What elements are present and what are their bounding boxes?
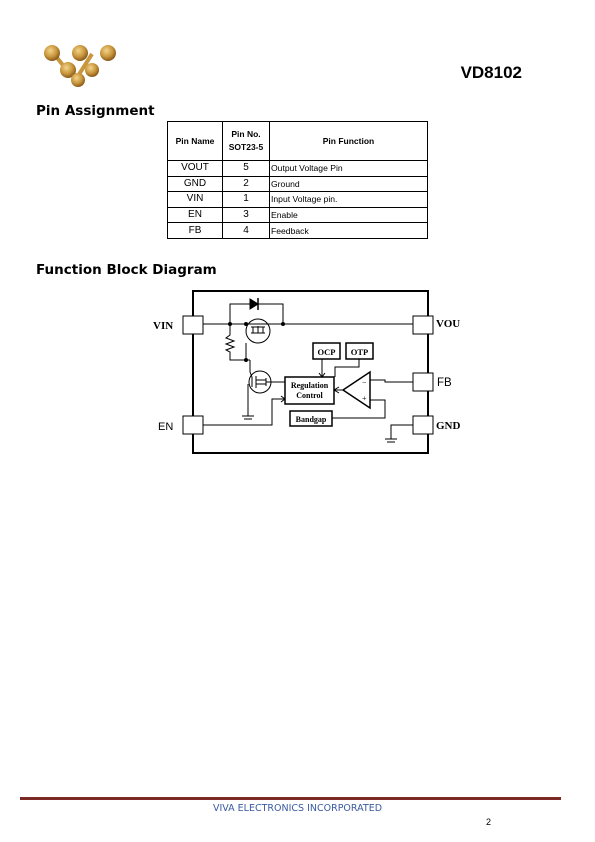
regulation-label-line1: Regulation [291, 381, 329, 390]
error-amplifier-icon [341, 370, 371, 410]
col-pin-name: Pin Name [167, 121, 223, 161]
ocp-label: OCP [318, 347, 336, 357]
bandgap-ref-line [332, 399, 386, 419]
vout-label: VOUT [436, 318, 460, 330]
pin-number: 1 [222, 191, 270, 208]
pin-name: EN [167, 206, 223, 224]
en-pin-box [182, 415, 204, 435]
table-row: VOUT 5 Output Voltage Pin [167, 160, 428, 177]
col-pin-no-line2: SOT23-5 [228, 142, 264, 152]
gnd-pin-box [412, 415, 434, 435]
pin-number: 4 [222, 222, 270, 239]
col-pin-no-line1: Pin No. [231, 129, 261, 139]
ocp-block [312, 342, 341, 360]
table-row: FB 4 Feedback [167, 222, 428, 239]
col-pin-no: Pin No. SOT23-5 [222, 121, 270, 161]
block-diagram-heading: Function Block Diagram [36, 262, 217, 278]
pin-function: Input Voltage pin. [269, 191, 428, 208]
gnd-symbol-icon [385, 438, 397, 443]
pin-number: 5 [222, 160, 270, 177]
pin-name: FB [167, 222, 223, 239]
pin-name: GND [167, 175, 223, 193]
table-row: GND 2 Ground [167, 175, 428, 193]
page-number: 2 [486, 817, 492, 827]
otp-label: OTP [351, 347, 368, 357]
table-header-row: Pin Name Pin No. SOT23-5 Pin Function [167, 121, 428, 161]
en-line [203, 398, 285, 426]
chip-outline [192, 290, 429, 454]
col-pin-function: Pin Function [269, 121, 428, 161]
resistor-icon [224, 324, 250, 361]
fb-pin-box [412, 372, 434, 392]
pin-function: Feedback [269, 222, 428, 239]
part-number: VD8102 [460, 63, 522, 82]
pin-name: VOUT [167, 160, 223, 177]
function-block-diagram: VIN EN VOUT FB GND OCP OTP Regulation Co… [153, 290, 460, 454]
vin-label: VIN [153, 320, 173, 332]
company-logo [44, 45, 116, 87]
en-label: EN [158, 421, 173, 433]
table-row: EN 3 Enable [167, 206, 428, 224]
table-row: VIN 1 Input Voltage pin. [167, 191, 428, 208]
pin-function: Ground [269, 175, 428, 193]
footer-rule [20, 797, 561, 800]
pin-number: 2 [222, 175, 270, 193]
pin-number: 3 [222, 206, 270, 224]
diode-branch [229, 303, 284, 324]
fb-line [370, 379, 413, 383]
pin-function: Enable [269, 206, 428, 224]
diode-icon [249, 298, 259, 310]
vin-pin-box [182, 315, 204, 335]
pin-assignment-heading: Pin Assignment [36, 103, 155, 119]
gnd-label: GND [436, 420, 460, 432]
pass-transistor-icon [245, 318, 271, 344]
bandgap-label: Bandgap [296, 415, 327, 424]
ground-icon [242, 415, 254, 420]
footer-company: VIVA ELECTRONICS INCORPORATED [212, 803, 383, 814]
svg-text:+: + [362, 394, 367, 403]
pin-assignment-table: Pin Name Pin No. SOT23-5 Pin Function VO… [167, 121, 428, 239]
pin-name: VIN [167, 191, 223, 208]
vout-pin-box [412, 315, 434, 335]
fb-label: FB [437, 377, 452, 389]
pin-function: Output Voltage Pin [269, 160, 428, 177]
svg-text:−: − [362, 378, 367, 387]
gnd-line [390, 424, 413, 439]
regulation-label-line2: Control [296, 391, 323, 400]
